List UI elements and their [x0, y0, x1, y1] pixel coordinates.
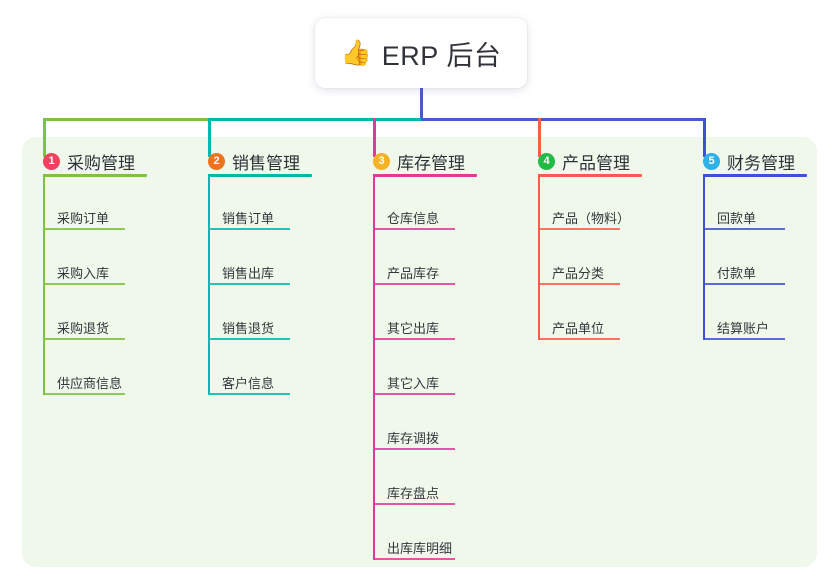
leaf-item-label[interactable]: 产品（物料） [552, 211, 631, 226]
leaf-item-label[interactable]: 出库库明细 [387, 541, 453, 556]
branch-header-5[interactable]: 5 财务管理 [703, 149, 795, 174]
branch-rule-5 [703, 174, 807, 177]
branch-drop-2 [208, 118, 211, 157]
branch-rule-2 [208, 174, 312, 177]
branch-rule-3 [373, 174, 477, 177]
branch-title: 产品管理 [562, 154, 630, 173]
leaf-item-label[interactable]: 采购入库 [57, 266, 110, 281]
leaf-item-rule [43, 228, 125, 230]
branch-rule-4 [538, 174, 642, 177]
leaf-item-rule [43, 393, 125, 395]
leaf-item-rule [373, 503, 455, 505]
branch-spine-3 [373, 174, 375, 560]
leaf-item-label[interactable]: 客户信息 [222, 376, 275, 391]
leaf-item-rule [43, 283, 125, 285]
branch-title: 采购管理 [67, 154, 135, 173]
leaf-item-rule [373, 228, 455, 230]
branch-header-4[interactable]: 4 产品管理 [538, 149, 630, 174]
leaf-item-rule [703, 338, 785, 340]
leaf-item-label[interactable]: 销售订单 [222, 211, 275, 226]
branch-index-badge: 4 [538, 153, 555, 170]
root-title: ERP 后台 [381, 40, 502, 71]
leaf-item-label[interactable]: 其它出库 [387, 321, 440, 336]
leaf-item-label[interactable]: 产品库存 [387, 266, 440, 281]
leaf-item-label[interactable]: 销售退货 [222, 321, 275, 336]
branch-drop-3 [373, 118, 376, 157]
branch-rule-1 [43, 174, 147, 177]
branch-index-badge: 2 [208, 153, 225, 170]
branch-index-badge: 3 [373, 153, 390, 170]
bus-segment-right [421, 118, 706, 121]
branch-title: 财务管理 [727, 154, 795, 173]
branch-drop-4 [538, 118, 541, 157]
thumbs-up-icon: 👍 [340, 38, 372, 67]
branch-title: 销售管理 [232, 154, 300, 173]
leaf-item-label[interactable]: 付款单 [717, 266, 757, 281]
leaf-item-rule [208, 338, 290, 340]
leaf-item-rule [208, 228, 290, 230]
leaf-item-label[interactable]: 采购订单 [57, 211, 110, 226]
leaf-item-rule [538, 228, 620, 230]
leaf-item-rule [703, 283, 785, 285]
leaf-item-rule [43, 338, 125, 340]
leaf-item-label[interactable]: 结算账户 [717, 321, 770, 336]
leaf-item-rule [538, 338, 620, 340]
leaf-item-rule [373, 558, 455, 560]
branch-drop-5 [703, 118, 706, 157]
leaf-item-label[interactable]: 仓库信息 [387, 211, 440, 226]
leaf-item-rule [373, 338, 455, 340]
leaf-item-rule [373, 448, 455, 450]
leaf-item-label[interactable]: 产品单位 [552, 321, 605, 336]
leaf-item-label[interactable]: 销售出库 [222, 266, 275, 281]
leaf-item-rule [373, 393, 455, 395]
branch-index-badge: 5 [703, 153, 720, 170]
leaf-item-rule [373, 283, 455, 285]
branch-title: 库存管理 [397, 154, 465, 173]
branch-index-badge: 1 [43, 153, 60, 170]
branch-header-3[interactable]: 3 库存管理 [373, 149, 465, 174]
leaf-item-label[interactable]: 库存调拨 [387, 431, 440, 446]
leaf-item-label[interactable]: 库存盘点 [387, 486, 440, 501]
branch-spine-5 [703, 174, 705, 340]
bus-segment-left [43, 118, 208, 121]
branches-panel [22, 137, 817, 567]
leaf-item-label[interactable]: 采购退货 [57, 321, 110, 336]
branch-header-2[interactable]: 2 销售管理 [208, 149, 300, 174]
leaf-item-label[interactable]: 其它入库 [387, 376, 440, 391]
leaf-item-rule [208, 283, 290, 285]
bus-segment-mid [208, 118, 421, 121]
leaf-item-label[interactable]: 回款单 [717, 211, 757, 226]
branch-drop-1 [43, 118, 46, 157]
root-stem [420, 88, 423, 120]
root-node[interactable]: 👍 ERP 后台 [315, 18, 527, 88]
leaf-item-label[interactable]: 供应商信息 [57, 376, 123, 391]
branch-header-1[interactable]: 1 采购管理 [43, 149, 135, 174]
leaf-item-label[interactable]: 产品分类 [552, 266, 605, 281]
branch-spine-4 [538, 174, 540, 340]
leaf-item-rule [538, 283, 620, 285]
leaf-item-rule [208, 393, 290, 395]
leaf-item-rule [703, 228, 785, 230]
